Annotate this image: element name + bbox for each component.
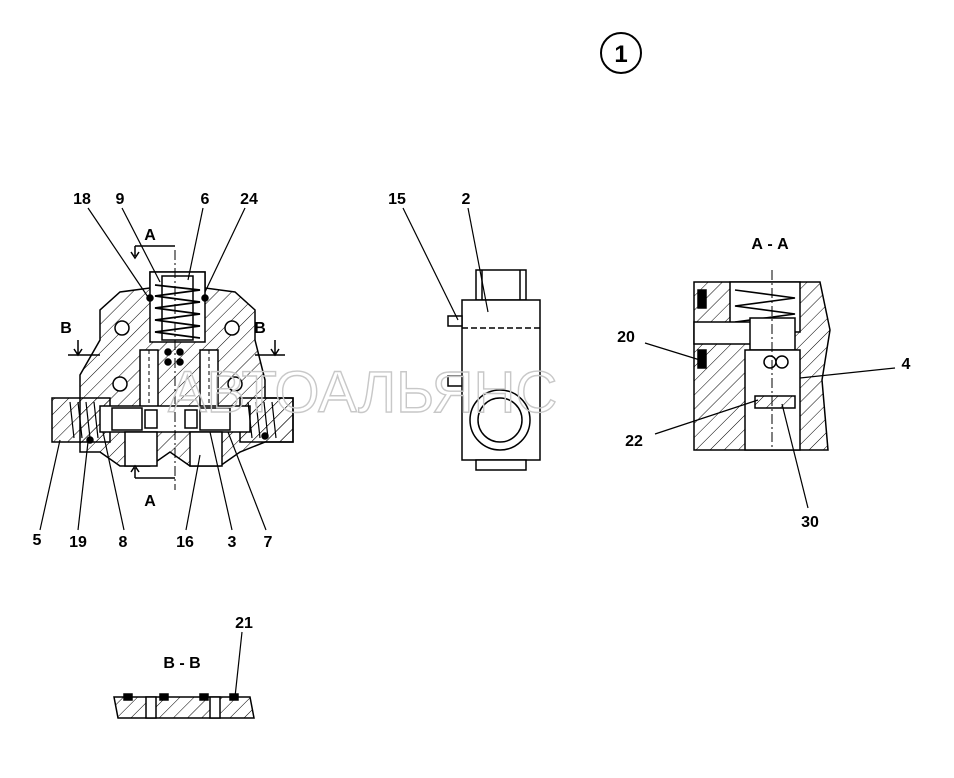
figure-number-badge: 1 <box>600 32 642 74</box>
callout-8: 8 <box>119 534 128 551</box>
callout-18: 18 <box>73 191 91 208</box>
section-mark-b-left: В <box>60 320 72 337</box>
figure-number: 1 <box>614 41 627 68</box>
callout-9: 9 <box>116 191 125 208</box>
section-aa-view <box>693 270 831 451</box>
watermark: АВТОАЛЬЯНС <box>168 360 557 425</box>
section-aa-title: А - А <box>751 236 789 253</box>
section-bb-view <box>113 693 255 719</box>
side-view <box>447 269 541 471</box>
callout-2: 2 <box>462 191 471 208</box>
callout-24: 24 <box>240 191 258 208</box>
section-mark-b-right: В <box>254 320 266 337</box>
callout-30: 30 <box>801 514 819 531</box>
section-bb-title: В - В <box>163 655 200 672</box>
callout-19: 19 <box>69 534 87 551</box>
callout-5: 5 <box>33 532 42 549</box>
section-mark-a-bottom: А <box>144 493 156 510</box>
callout-21: 21 <box>235 615 253 632</box>
section-cut-marks <box>68 245 285 479</box>
main-section-view <box>51 250 294 490</box>
callout-3: 3 <box>228 534 237 551</box>
callout-15: 15 <box>388 191 406 208</box>
callout-6: 6 <box>201 191 210 208</box>
leader-lines-side <box>402 207 489 321</box>
callout-4: 4 <box>902 356 911 373</box>
callout-7: 7 <box>264 534 273 551</box>
section-mark-a-top: А <box>144 227 156 244</box>
callout-16: 16 <box>176 534 194 551</box>
leader-lines-main <box>39 207 267 531</box>
leader-lines-aa <box>644 342 896 509</box>
leader-line-21 <box>234 631 243 698</box>
callout-20: 20 <box>617 329 635 346</box>
callout-22: 22 <box>625 433 643 450</box>
